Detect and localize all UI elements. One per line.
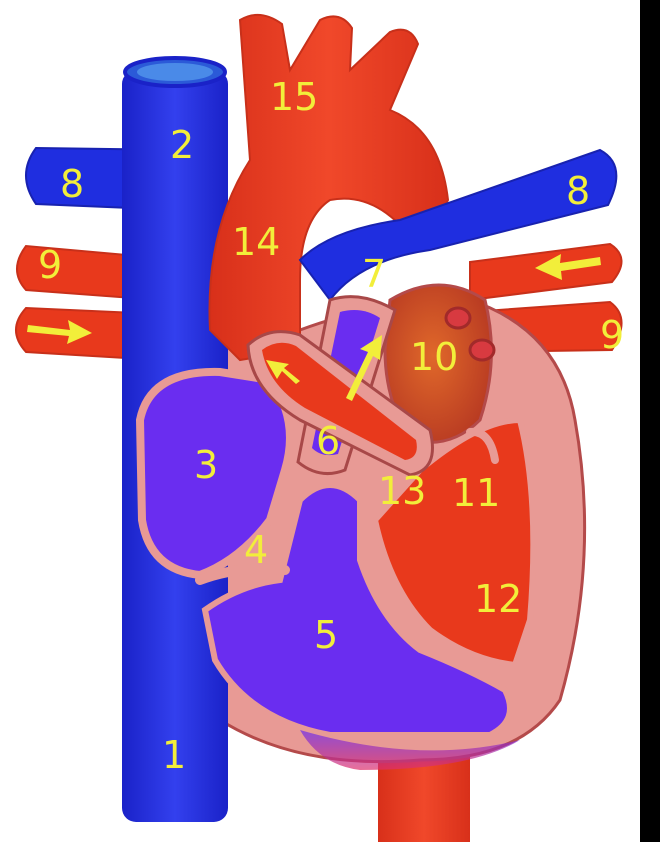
label-4: 4 — [244, 528, 268, 572]
left-ventricle — [371, 416, 537, 669]
label-6: 6 — [316, 419, 340, 463]
mitral-valve — [466, 427, 499, 464]
flow-arrow-vein-left — [27, 320, 92, 344]
aorta — [208, 13, 450, 362]
aortic-outflow-lumen — [262, 342, 417, 460]
label-12: 12 — [474, 577, 522, 621]
label-2: 2 — [170, 123, 194, 167]
label-15: 15 — [270, 75, 318, 119]
right-ventricle — [201, 482, 513, 738]
label-10: 10 — [410, 335, 458, 379]
heart-diagram: 1 2 3 4 5 6 7 8 8 9 9 10 11 12 13 14 15 — [15, 13, 624, 842]
label-13: 13 — [378, 469, 426, 513]
tricuspid-valve — [195, 563, 290, 585]
right-atrium — [135, 367, 294, 580]
pulmonary-vein-opening-1 — [444, 306, 472, 330]
label-8-left: 8 — [60, 162, 84, 206]
label-3: 3 — [194, 443, 218, 487]
label-11: 11 — [452, 471, 500, 515]
label-1: 1 — [162, 733, 186, 777]
label-9-right: 9 — [600, 313, 624, 357]
flow-arrow-vein-right — [535, 254, 601, 280]
heart-apex — [300, 730, 520, 770]
label-7: 7 — [362, 252, 386, 296]
label-9-left: 9 — [38, 243, 62, 287]
flow-arrow-aortic — [266, 360, 300, 384]
label-8-right: 8 — [566, 169, 590, 213]
label-5: 5 — [314, 613, 338, 657]
vena-cava-lumen — [137, 63, 213, 81]
pulmonary-trunk — [298, 148, 618, 302]
diagram-frame: 1 2 3 4 5 6 7 8 8 9 9 10 11 12 13 14 15 — [0, 0, 640, 842]
pulmonary-vein-opening-2 — [468, 338, 496, 362]
label-14: 14 — [232, 220, 280, 264]
flow-arrow-pulmonary — [346, 335, 382, 401]
